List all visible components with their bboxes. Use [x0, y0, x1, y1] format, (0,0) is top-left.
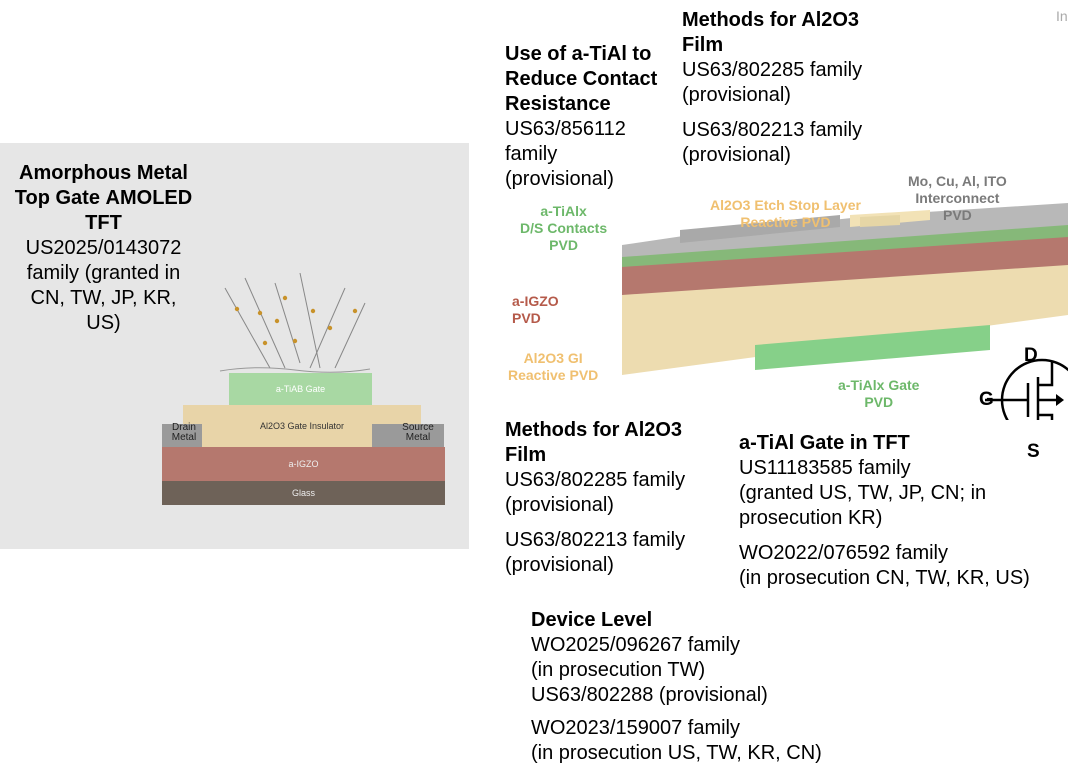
gate-g1-3: prosecution KR): [739, 507, 883, 529]
device-g1-2: (in prosecution TW): [531, 659, 706, 681]
etch-stop-1: Al2O3 Etch Stop Layer: [710, 197, 861, 213]
insulator-layer-label: Al2O3 Gate Insulator: [259, 421, 345, 431]
device-g1-1: WO2025/096267 family: [531, 634, 741, 656]
gi-label-2: Reactive PVD: [508, 367, 599, 383]
methods-top-g1-2: (provisional): [682, 84, 791, 106]
tialx-contacts-3: PVD: [549, 237, 578, 253]
igzo-label-2: PVD: [512, 310, 541, 326]
device-g1-3: US63/802288 (provisional): [531, 684, 768, 706]
interconnect-1: Mo, Cu, Al, ITO: [908, 173, 1007, 189]
left-title-3: AMOLED TFT: [85, 187, 193, 234]
device-g2-2: (in prosecution US, TW, KR, CN): [531, 742, 822, 764]
tialx-gate-1: a-TiAlx Gate: [838, 377, 920, 393]
interconnect-label: Mo, Cu, Al, ITO Interconnect PVD: [908, 173, 1007, 224]
methods-top-block: Methods for Al2O3 Film US63/802285 famil…: [682, 8, 862, 168]
methods-bottom-g2-1: US63/802213 family: [505, 529, 686, 551]
methods-top-g1-1: US63/802285 family: [682, 59, 863, 81]
corner-fragment: In: [1056, 8, 1068, 24]
igzo-label-1: a-IGZO: [512, 293, 559, 309]
contact-title-3: Resistance: [505, 93, 611, 115]
methods-bottom-block: Methods for Al2O3 Film US63/802285 famil…: [505, 418, 685, 578]
methods-bottom-g1-1: US63/802285 family: [505, 469, 686, 491]
gate-g2-2: (in prosecution CN, TW, KR, US): [739, 567, 1030, 589]
methods-bottom-g1-2: (provisional): [505, 494, 614, 516]
source-metal-label: Source Metal: [396, 423, 440, 443]
contact-body-2: family: [505, 143, 558, 165]
methods-bottom-title-1: Methods for Al2O3: [505, 419, 683, 441]
methods-top-title-1: Methods for Al2O3: [682, 9, 860, 31]
gate-g1-2: (granted US, TW, JP, CN; in: [739, 482, 987, 504]
gate-layer: a-TiAB Gate: [229, 373, 372, 405]
drain-metal-block: [162, 424, 202, 447]
tialx-contacts-1: a-TiAlx: [540, 203, 587, 219]
mosfet-drain-letter: D: [1024, 345, 1038, 366]
gi-label: Al2O3 GI Reactive PVD: [508, 350, 598, 384]
glass-layer-label: Glass: [291, 488, 315, 498]
left-title-2: Metal Top Gate: [14, 162, 188, 209]
gate-layer-label: a-TiAB Gate: [275, 384, 326, 394]
etch-stop-2: Reactive PVD: [740, 214, 831, 230]
contact-resistance-block: Use of a-TiAl to Reduce Contact Resistan…: [505, 42, 657, 192]
contact-title-1: Use of a-TiAl to: [505, 43, 652, 65]
left-caption: Amorphous Metal Top Gate AMOLED TFT US20…: [0, 161, 207, 336]
tialx-contacts-label: a-TiAlx D/S Contacts PVD: [520, 203, 607, 254]
left-body-4: US): [86, 312, 121, 334]
gi-label-1: Al2O3 GI: [523, 350, 583, 366]
igzo-label: a-IGZO PVD: [512, 293, 559, 327]
methods-bottom-g2-2: (provisional): [505, 554, 614, 576]
left-body-1: US2025/0143072: [25, 237, 182, 259]
glass-layer: Glass: [162, 481, 445, 505]
source-label-2: Metal: [405, 432, 431, 443]
device-3d-diagram: a-TiAlx D/S Contacts PVD Al2O3 Etch Stop…: [500, 165, 1068, 420]
methods-bottom-title-2: Film: [505, 444, 547, 466]
contact-body-1: US63/856112: [505, 118, 626, 140]
tialx-gate-2: PVD: [864, 394, 894, 410]
device-level-title: Device Level: [531, 609, 653, 631]
left-panel: Amorphous Metal Top Gate AMOLED TFT US20…: [0, 143, 469, 549]
gate-g2-1: WO2022/076592 family: [739, 542, 949, 564]
tialx-gate-label: a-TiAlx Gate PVD: [838, 377, 919, 411]
contact-title-2: Reduce Contact: [505, 68, 658, 90]
interconnect-2: Interconnect: [915, 190, 1000, 206]
device-level-block: Device Level WO2025/096267 family (in pr…: [531, 608, 822, 766]
drain-label-1: Drain: [172, 422, 196, 433]
etch-stop-label: Al2O3 Etch Stop Layer Reactive PVD: [710, 197, 861, 231]
mosfet-source-letter: S: [1027, 441, 1040, 462]
left-body-3: CN, TW, JP, KR,: [30, 287, 177, 309]
light-rays-illustration: [219, 273, 371, 373]
methods-top-g2-2: (provisional): [682, 144, 791, 166]
mosfet-gate-letter: G: [979, 389, 994, 410]
drain-label-2: Metal: [171, 432, 197, 443]
device-g2-1: WO2023/159007 family: [531, 717, 741, 739]
igzo-layer-label: a-IGZO: [288, 459, 319, 469]
gate-g1-1: US11183585 family: [739, 457, 911, 479]
tft-layer-stack: a-TiAB Gate Al2O3 Gate Insulator a-IGZO …: [0, 143, 469, 549]
interconnect-3: PVD: [942, 207, 972, 223]
methods-top-title-2: Film: [682, 34, 724, 56]
methods-top-g2-1: US63/802213 family: [682, 119, 863, 141]
contact-body-3: (provisional): [505, 168, 614, 190]
device-3d-stack: [622, 203, 1068, 420]
drain-metal-label: Drain Metal: [166, 423, 202, 443]
tialx-contacts-2: D/S Contacts: [520, 220, 608, 236]
left-body-2: family (granted in: [26, 262, 181, 284]
gate-tft-block: a-TiAl Gate in TFT US11183585 family (gr…: [739, 431, 1030, 591]
gate-tft-title: a-TiAl Gate in TFT: [739, 432, 910, 454]
mosfet-symbol: [985, 358, 1068, 420]
source-metal-block: [372, 424, 444, 447]
left-title-1: Amorphous: [19, 162, 132, 184]
source-label-1: Source: [402, 422, 434, 433]
igzo-layer: a-IGZO: [162, 447, 445, 481]
